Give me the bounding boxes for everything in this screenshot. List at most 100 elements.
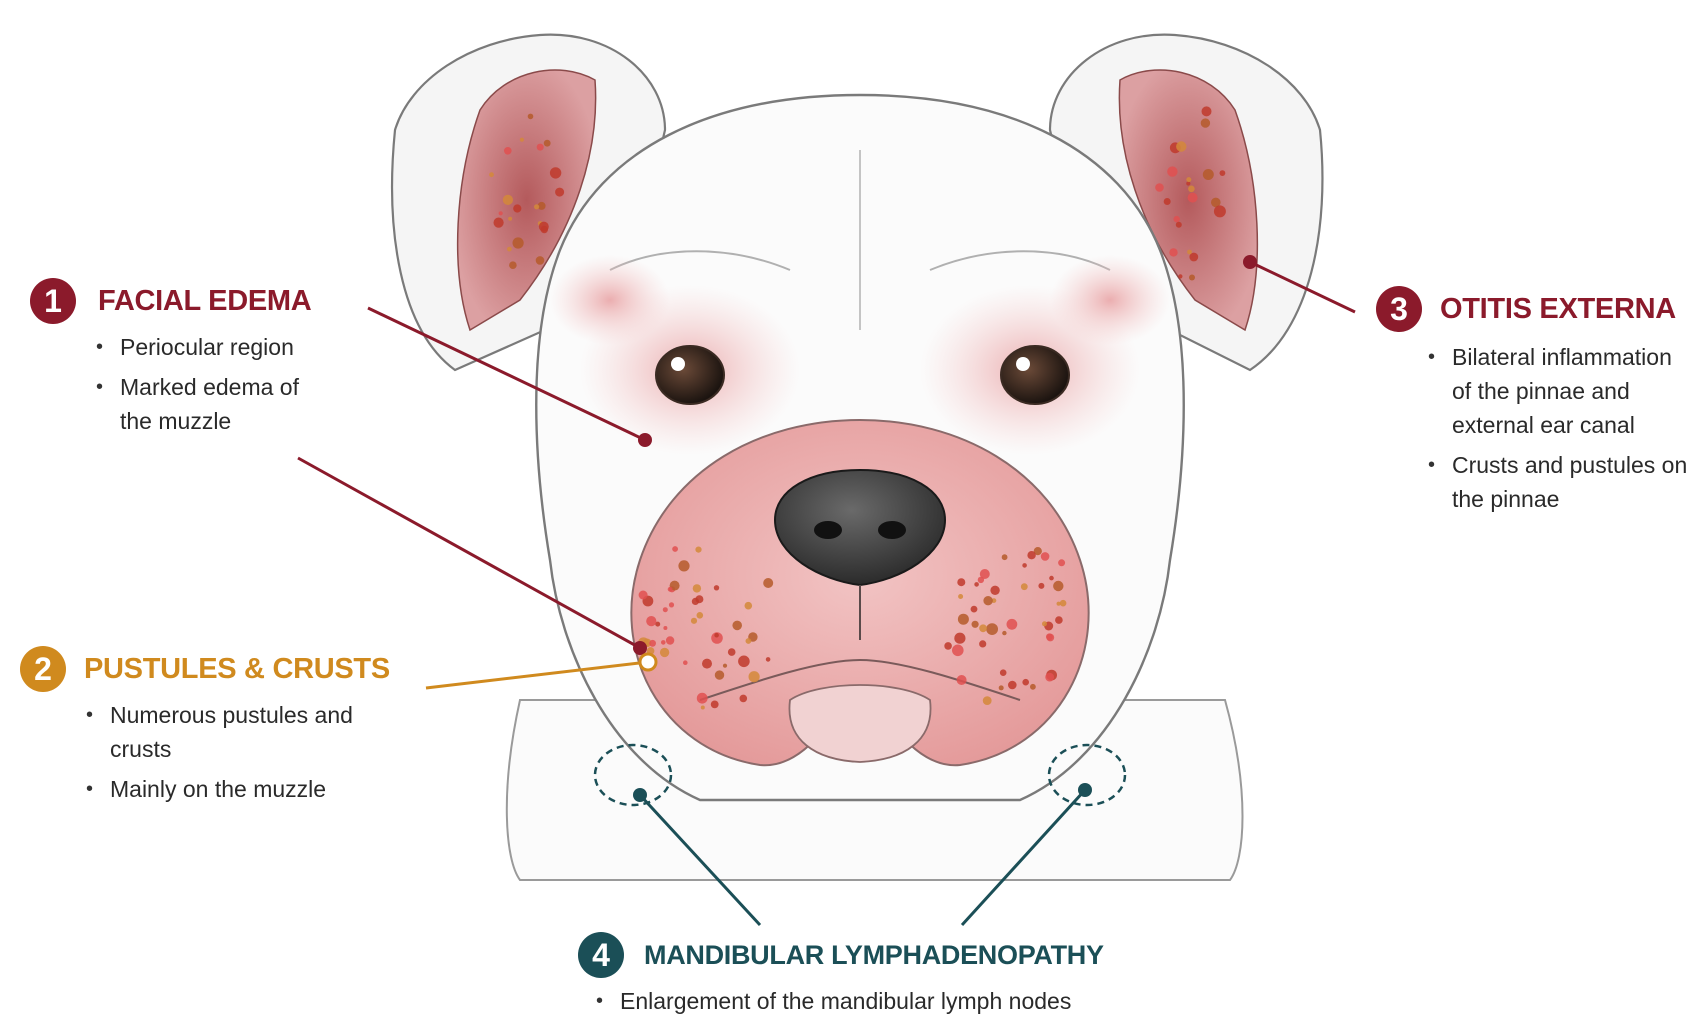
number-badge-1: 1 bbox=[30, 278, 76, 324]
pustule-dot bbox=[1008, 681, 1017, 690]
pustule-dot bbox=[697, 612, 704, 619]
pustule-dot bbox=[954, 633, 965, 644]
pustule-dot bbox=[544, 140, 551, 147]
pustule-dot bbox=[1058, 559, 1065, 566]
pustule-dot bbox=[763, 578, 773, 588]
point-enlargement-nodes: Enlargement of the mandibular lymph node… bbox=[596, 984, 1156, 1018]
pustule-dot bbox=[534, 204, 539, 209]
pustule-dot bbox=[1188, 186, 1195, 193]
pustule-dot bbox=[693, 584, 701, 592]
pustule-dot bbox=[986, 623, 998, 635]
pustule-dot bbox=[1060, 600, 1067, 607]
pustule-dot bbox=[714, 633, 719, 638]
pustule-dot bbox=[732, 621, 742, 631]
pustule-dot bbox=[555, 188, 564, 197]
pustule-dot bbox=[639, 591, 648, 600]
pustule-dot bbox=[666, 636, 674, 644]
pustule-dot bbox=[990, 586, 999, 595]
pustule-dot bbox=[649, 640, 656, 647]
pustule-dot bbox=[957, 675, 967, 685]
number-badge-2: 2 bbox=[20, 646, 66, 692]
pustule-dot bbox=[1220, 170, 1226, 176]
callout-mandibular-lymphadenopathy: 4 MANDIBULAR LYMPHADENOPATHY Enlargement… bbox=[578, 932, 1278, 1018]
pustule-dot bbox=[513, 237, 524, 248]
pustule-dot bbox=[489, 172, 494, 177]
pustule-dot bbox=[983, 596, 992, 605]
pustule-dot bbox=[660, 648, 669, 657]
pustule-dot bbox=[678, 560, 689, 571]
pustule-dot bbox=[1022, 563, 1027, 568]
pustule-dot bbox=[1053, 581, 1063, 591]
pustule-dot bbox=[952, 645, 964, 657]
point-bilateral-inflammation: Bilateral inflammation of the pinnae and… bbox=[1428, 340, 1693, 442]
pustule-dot bbox=[958, 594, 963, 599]
pustule-dot bbox=[1042, 621, 1047, 626]
pustule-dot bbox=[683, 660, 688, 665]
callout-title-otitis-externa: OTITIS EXTERNA bbox=[1440, 293, 1676, 326]
pustule-dot bbox=[1055, 616, 1063, 624]
pustule-dot bbox=[1046, 633, 1053, 640]
pustule-dot bbox=[979, 640, 986, 647]
pustule-dot bbox=[702, 659, 712, 669]
pustule-dot bbox=[504, 147, 512, 155]
pustule-dot bbox=[944, 642, 952, 650]
pustule-dot bbox=[738, 656, 750, 668]
point-periocular: Periocular region bbox=[96, 330, 336, 364]
pustule-dot bbox=[711, 701, 719, 709]
pustule-dot bbox=[1203, 169, 1214, 180]
pustule-dot bbox=[978, 577, 984, 583]
pustule-dot bbox=[503, 195, 513, 205]
pustule-dot bbox=[1189, 275, 1195, 281]
pustule-dot bbox=[520, 138, 524, 142]
pustule-dot bbox=[1176, 222, 1182, 228]
point-mainly-muzzle: Mainly on the muzzle bbox=[86, 772, 356, 806]
point-crusts-pinnae: Crusts and pustules on the pinnae bbox=[1428, 448, 1693, 516]
pustule-dot bbox=[714, 585, 719, 590]
callout-title-facial-edema: FACIAL EDEMA bbox=[98, 285, 311, 318]
pustule-dot bbox=[663, 607, 668, 612]
point-numerous-pustules: Numerous pustules and crusts bbox=[86, 698, 356, 766]
pustule-dot bbox=[550, 167, 561, 178]
pustule-dot bbox=[1041, 552, 1050, 561]
pustule-dot bbox=[661, 640, 666, 645]
pustule-dot bbox=[723, 664, 727, 668]
pustule-dot bbox=[697, 693, 708, 704]
callout-title-pustules-crusts: PUSTULES & CRUSTS bbox=[84, 653, 390, 686]
pustule-dot bbox=[1164, 198, 1171, 205]
pustule-dot bbox=[669, 602, 674, 607]
pustule-dot bbox=[646, 616, 656, 626]
pustule-dot bbox=[1174, 216, 1180, 222]
pustule-dot bbox=[958, 614, 969, 625]
pustule-dot bbox=[508, 217, 512, 221]
pustule-dot bbox=[507, 247, 512, 252]
pustule-dot bbox=[1178, 274, 1182, 278]
left-eye bbox=[656, 346, 724, 404]
pustule-dot bbox=[528, 114, 534, 120]
pustule-dot bbox=[715, 670, 724, 679]
pustule-dot bbox=[539, 222, 549, 232]
pustule-dot bbox=[663, 626, 667, 630]
pustule-dot bbox=[513, 204, 521, 212]
pustule-dot bbox=[1038, 583, 1044, 589]
pustule-dot bbox=[672, 546, 678, 552]
callout-title-lymphadenopathy: MANDIBULAR LYMPHADENOPATHY bbox=[644, 940, 1104, 971]
pustule-dot bbox=[1167, 166, 1177, 176]
number-badge-4: 4 bbox=[578, 932, 624, 978]
pustule-dot bbox=[1000, 669, 1007, 676]
pustule-dot bbox=[536, 256, 545, 265]
pustule-dot bbox=[1022, 679, 1029, 686]
pustule-dot bbox=[746, 638, 752, 644]
pustule-dot bbox=[1007, 619, 1018, 630]
callout-otitis-externa: 3 OTITIS EXTERNA Bilateral inflammation … bbox=[1376, 286, 1701, 516]
number-badge-3: 3 bbox=[1376, 286, 1422, 332]
pustule-dot bbox=[509, 261, 517, 269]
pustule-dot bbox=[691, 618, 697, 624]
pustule-dot bbox=[1202, 106, 1212, 116]
pustule-dot bbox=[695, 547, 701, 553]
pustule-dot bbox=[1176, 141, 1186, 151]
right-eye bbox=[1001, 346, 1069, 404]
pustule-dot bbox=[1188, 193, 1198, 203]
pustule-dot bbox=[1027, 551, 1035, 559]
pustule-dot bbox=[749, 671, 760, 682]
pustule-dot bbox=[1187, 250, 1192, 255]
